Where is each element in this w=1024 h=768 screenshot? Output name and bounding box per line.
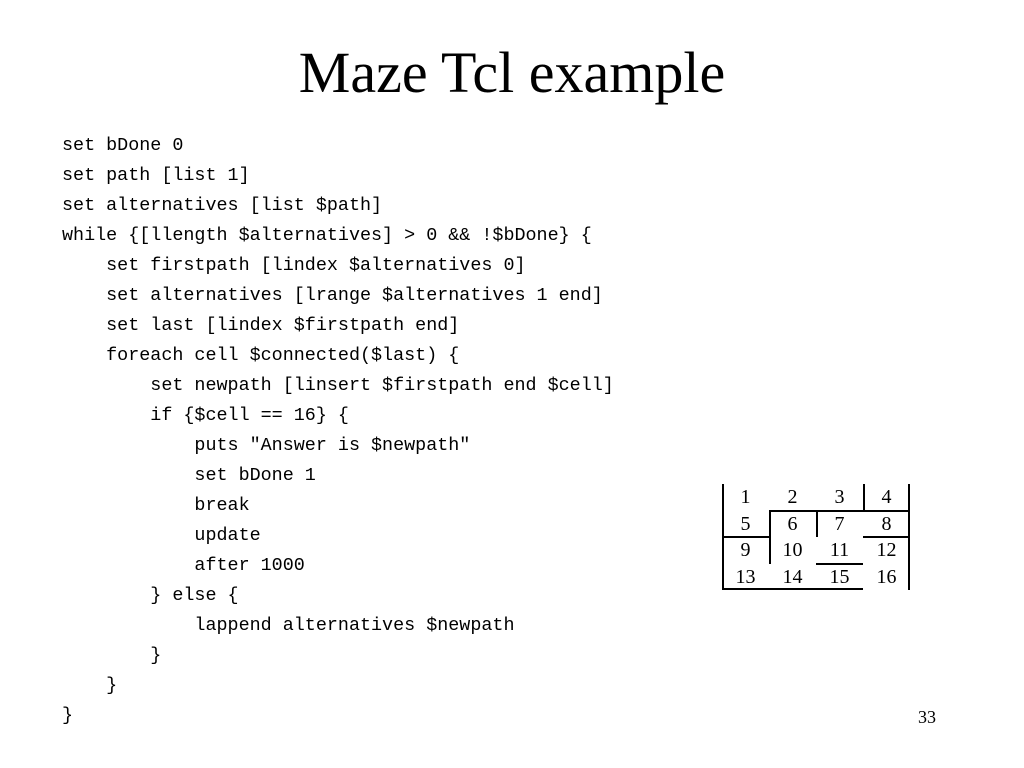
maze-cell: 15	[829, 565, 850, 588]
maze-wall	[863, 484, 865, 511]
maze-cell: 14	[782, 565, 803, 588]
code-line: set bDone 0	[62, 135, 184, 156]
maze-wall	[863, 510, 910, 512]
code-line: while {[llength $alternatives] > 0 && !$…	[62, 225, 592, 246]
maze-cell: 10	[782, 539, 803, 561]
maze-wall	[816, 563, 863, 565]
maze-cell: 1	[740, 486, 751, 508]
maze-cell: 9	[740, 539, 751, 561]
maze-wall	[769, 537, 771, 564]
maze-cell: 3	[834, 486, 845, 508]
maze-cell: 7	[834, 512, 845, 535]
maze-cell: 12	[876, 539, 897, 561]
maze-wall	[769, 510, 771, 537]
maze-cell: 2	[787, 486, 798, 508]
code-line: }	[62, 675, 118, 696]
code-line: if {$cell == 16} {	[62, 405, 349, 426]
code-line: set newpath [linsert $firstpath end $cel…	[62, 375, 614, 396]
code-line: foreach cell $connected($last) {	[62, 345, 460, 366]
code-line: set path [list 1]	[62, 165, 250, 186]
maze-cell: 11	[829, 539, 850, 561]
maze-wall	[722, 588, 863, 590]
code-line: puts "Answer is $newpath"	[62, 435, 471, 456]
maze-cell: 8	[881, 512, 892, 535]
slide-title: Maze Tcl example	[298, 40, 726, 105]
code-line: }	[62, 705, 74, 726]
code-line: update	[62, 525, 261, 546]
code-line: set firstpath [lindex $alternatives 0]	[62, 255, 526, 276]
code-line: set alternatives [lrange $alternatives 1…	[62, 285, 603, 306]
maze-cell: 5	[740, 512, 751, 535]
code-line: set alternatives [list $path]	[62, 195, 383, 216]
code-line: set bDone 1	[62, 465, 316, 486]
maze-diagram: 1 2 3 4 5 6 7 8 9 10 11 12 13 14 15 16	[722, 484, 910, 590]
code-line: break	[62, 495, 250, 516]
page-number: 33	[918, 707, 936, 727]
maze-cell: 6	[787, 512, 798, 535]
code-line: set last [lindex $firstpath end]	[62, 315, 460, 336]
maze-cell: 16	[876, 565, 897, 588]
maze-cell: 4	[881, 486, 892, 508]
maze-cell: 13	[735, 565, 756, 588]
code-block: set bDone 0 set path [list 1] set altern…	[62, 131, 614, 731]
code-line: } else {	[62, 585, 239, 606]
maze-wall	[816, 510, 818, 537]
code-line: after 1000	[62, 555, 305, 576]
code-line: lappend alternatives $newpath	[62, 615, 515, 636]
code-line: }	[62, 645, 162, 666]
maze-wall	[863, 536, 910, 538]
maze-wall	[722, 536, 769, 538]
